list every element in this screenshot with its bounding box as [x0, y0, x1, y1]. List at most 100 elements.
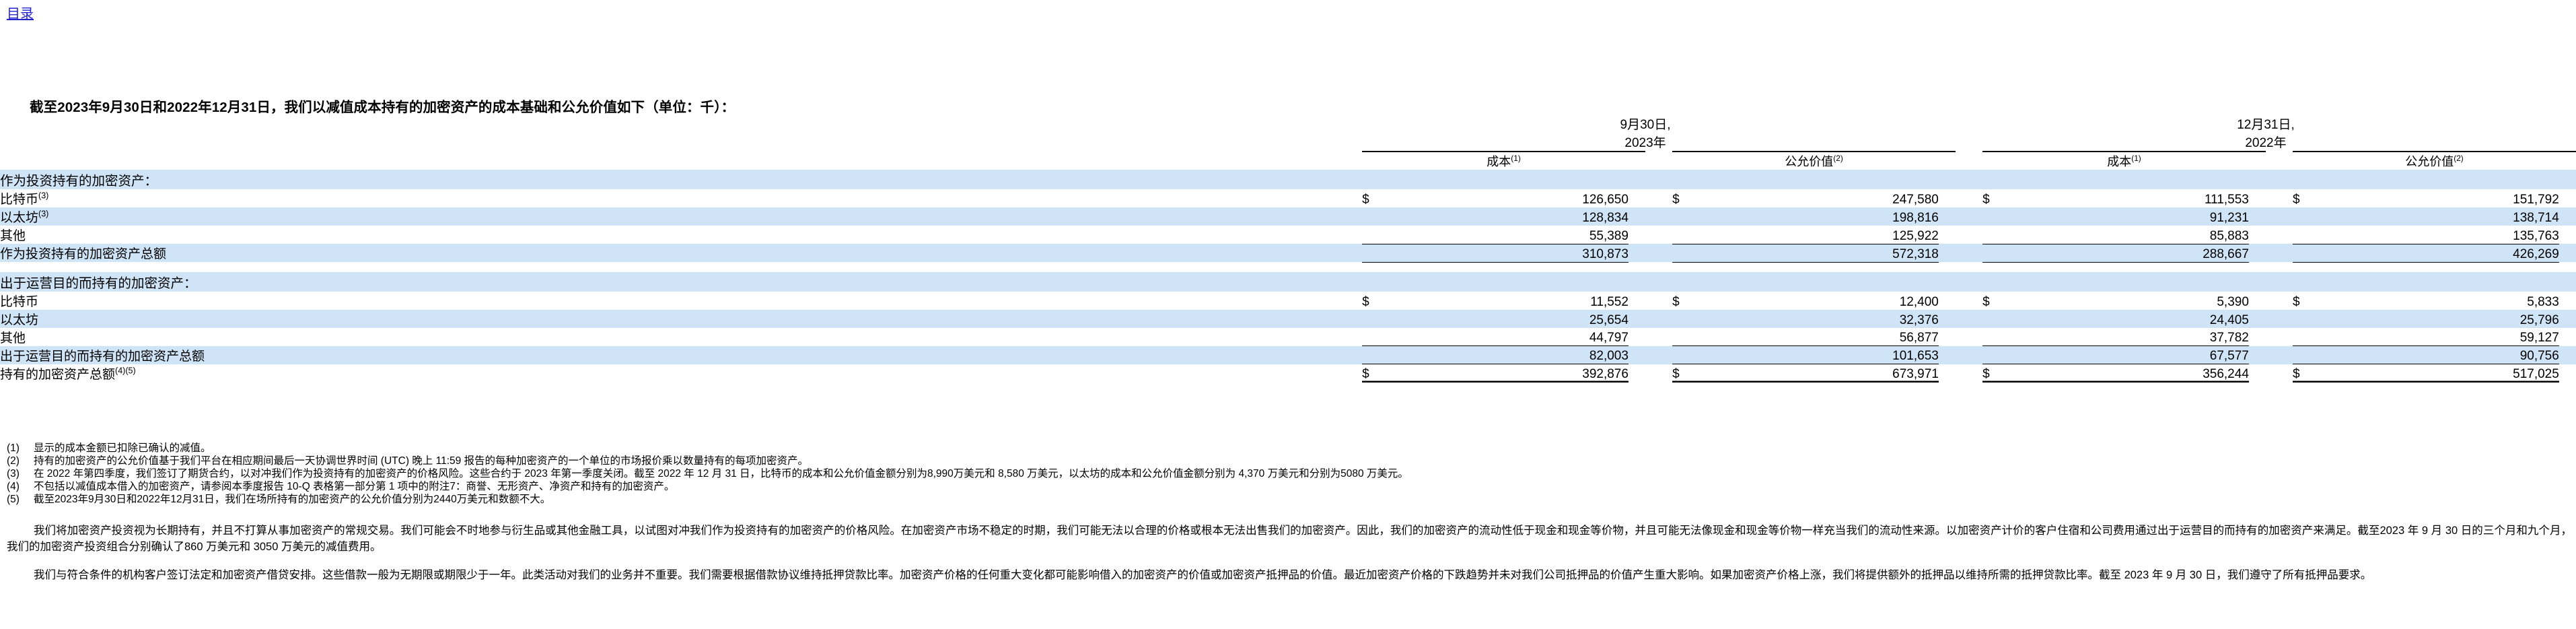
footnote-number: (4) — [7, 481, 20, 492]
footnote-text: 在 2022 年第四季度，我们签订了期货合约，以对冲我们作为投资持有的加密资产的… — [34, 468, 1408, 479]
cell-value: 247,580 — [1713, 189, 1939, 207]
cell-value: 673,971 — [1713, 364, 1939, 383]
cell-currency: $ — [2293, 364, 2334, 383]
table-row: 其他 44,797 56,877 37,782 59,127 — [0, 327, 2576, 346]
footnote-text: 不包括以减值成本借入的加密资产，请参阅本季度报告 10-Q 表格第一部分第 1 … — [34, 481, 675, 492]
section-title-row: 出于运营目的而持有的加密资产： — [0, 271, 2576, 292]
table-header: 9月30日, 12月31日, 2023年 2022年 成本(1) 公允价值(2)… — [0, 114, 2576, 170]
body-paragraph-investment-policy: 我们将加密资产投资视为长期持有，并且不打算从事加密资产的常规交易。我们可能会不时… — [7, 523, 2572, 555]
cell-currency: $ — [1672, 189, 1713, 207]
cell-currency — [1672, 207, 1713, 226]
cell-value: 12,400 — [1713, 291, 1939, 310]
cell-value: 101,653 — [1713, 345, 1939, 364]
cell-value: 37,782 — [2023, 327, 2249, 346]
footnote-number: (1) — [7, 442, 20, 454]
header-col-fv-2023-sup: (2) — [1833, 154, 1843, 163]
cell-currency: $ — [1672, 364, 1713, 383]
header-col-cost-2023: 成本(1) — [1362, 151, 1645, 170]
cell-value: 5,833 — [2333, 291, 2559, 310]
table-body: 作为投资持有的加密资产： 比特币(3) $126,650 $247,580 $1… — [0, 170, 2576, 383]
footnote-number: (2) — [7, 455, 20, 467]
row-label-eth-investment: 以太坊(3) — [0, 207, 1336, 226]
row-label-grand-total: 持有的加密资产总额(4)(5) — [0, 364, 1336, 383]
cell-value: 426,269 — [2333, 243, 2559, 262]
footnote-item: (3) 在 2022 年第四季度，我们签订了期货合约，以对冲我们作为投资持有的加… — [7, 468, 2564, 480]
cell-value: 356,244 — [2023, 364, 2249, 383]
cell-currency: $ — [2293, 189, 2334, 207]
intro-paragraph: 截至2023年9月30日和2022年12月31日，我们以减值成本持有的加密资产的… — [30, 100, 736, 115]
header-date-2023: 9月30日, — [1620, 118, 1671, 132]
cell-value: 25,654 — [1402, 309, 1629, 328]
header-col-fv-2023-label: 公允价值 — [1785, 155, 1834, 168]
table-row: 比特币(3) $126,650 $247,580 $111,553 $151,7… — [0, 189, 2576, 207]
cell-value: 392,876 — [1402, 364, 1629, 383]
table-row: 比特币 $11,552 $12,400 $5,390 $5,833 — [0, 291, 2576, 310]
header-year-2022: 2022年 — [2245, 136, 2287, 150]
cell-currency: $ — [1982, 291, 2024, 310]
cell-value: 82,003 — [1402, 345, 1629, 364]
table-row-grand-total: 持有的加密资产总额(4)(5) $392,876 $673,971 $356,2… — [0, 364, 2576, 383]
paragraph-text: 我们将加密资产投资视为长期持有，并且不打算从事加密资产的常规交易。我们可能会不时… — [7, 525, 2572, 553]
cell-value: 151,792 — [2333, 189, 2559, 207]
cell-value: 111,553 — [2023, 189, 2249, 207]
cell-value: 126,650 — [1402, 189, 1629, 207]
cell-value: 55,389 — [1402, 226, 1629, 244]
header-year-row: 2023年 2022年 — [0, 133, 2576, 152]
section-divider — [0, 261, 2576, 272]
cell-value: 572,318 — [1713, 243, 1939, 262]
footnote-text: 显示的成本金额已扣除已确认的减值。 — [34, 442, 211, 454]
table-row-subtotal: 出于运营目的而持有的加密资产总额 82,003 101,653 67,577 9… — [0, 345, 2576, 364]
header-col-fv-2022-label: 公允价值 — [2405, 155, 2454, 168]
cell-value: 91,231 — [2023, 207, 2249, 226]
cell-value: 310,873 — [1402, 243, 1629, 262]
cell-value: 85,883 — [2023, 226, 2249, 244]
cell-currency — [2293, 207, 2334, 226]
footnote-item: (4) 不包括以减值成本借入的加密资产，请参阅本季度报告 10-Q 表格第一部分… — [7, 481, 2564, 493]
cell-value: 67,577 — [2023, 345, 2249, 364]
row-label-eth-operations: 以太坊 — [0, 309, 1336, 328]
cell-value: 90,756 — [2333, 345, 2559, 364]
cell-value: 25,796 — [2333, 309, 2559, 328]
cell-currency: $ — [1362, 291, 1403, 310]
header-col-cost-2023-label: 成本 — [1487, 155, 1511, 168]
cell-value: 138,714 — [2333, 207, 2559, 226]
row-label-btc-operations: 比特币 — [0, 291, 1336, 310]
cell-value: 125,922 — [1713, 226, 1939, 244]
cell-value: 288,667 — [2023, 243, 2249, 262]
cell-value: 11,552 — [1402, 291, 1629, 310]
cell-value: 517,025 — [2333, 364, 2559, 383]
header-col-cost-2023-sup: (1) — [1511, 154, 1521, 163]
row-label-other-operations: 其他 — [0, 327, 1336, 346]
section-title-row: 作为投资持有的加密资产： — [0, 170, 2576, 189]
table-of-contents-link[interactable]: 目录 — [7, 7, 34, 22]
section-title-operations: 出于运营目的而持有的加密资产： — [0, 271, 1336, 292]
cell-value: 32,376 — [1713, 309, 1939, 328]
table-row-subtotal: 作为投资持有的加密资产总额 310,873 572,318 288,667 42… — [0, 243, 2576, 262]
cell-currency: $ — [1362, 189, 1403, 207]
header-col-cost-2022-sup: (1) — [2131, 154, 2141, 163]
header-col-fv-2023: 公允价值(2) — [1672, 151, 1956, 170]
header-date-2022: 12月31日, — [2237, 118, 2295, 132]
header-col-cost-2022-label: 成本 — [2107, 155, 2132, 168]
cell-currency: $ — [1362, 364, 1403, 383]
footnote-number: (3) — [7, 468, 20, 479]
cell-value: 56,877 — [1713, 327, 1939, 346]
row-label-total-investment: 作为投资持有的加密资产总额 — [0, 244, 1336, 262]
cell-value: 24,405 — [2023, 309, 2249, 328]
row-label-other-investment: 其他 — [0, 226, 1336, 244]
table-row: 以太坊 25,654 32,376 24,405 25,796 — [0, 309, 2576, 328]
section-title-investment: 作为投资持有的加密资产： — [0, 170, 1336, 189]
footnote-text: 持有的加密资产的公允价值基于我们平台在相应期间最后一天协调世界时间 (UTC) … — [34, 455, 809, 467]
row-label-btc-investment: 比特币(3) — [0, 189, 1336, 207]
row-label-total-operations: 出于运营目的而持有的加密资产总额 — [0, 345, 1336, 364]
crypto-assets-table: 9月30日, 12月31日, 2023年 2022年 成本(1) 公允价值(2)… — [0, 114, 2576, 383]
cell-currency: $ — [1672, 291, 1713, 310]
header-subcol-row: 成本(1) 公允价值(2) 成本(1) 公允价值(2) — [0, 151, 2576, 170]
footnote-text: 截至2023年9月30日和2022年12月31日，我们在场所持有的加密资产的公允… — [34, 494, 551, 505]
header-col-fv-2022-sup: (2) — [2454, 154, 2464, 163]
footnotes-list: (1) 显示的成本金额已扣除已确认的减值。 (2) 持有的加密资产的公允价值基于… — [7, 442, 2564, 506]
footnote-item: (5) 截至2023年9月30日和2022年12月31日，我们在场所持有的加密资… — [7, 494, 2564, 506]
cell-currency: $ — [1982, 364, 2024, 383]
header-date-row: 9月30日, 12月31日, — [0, 114, 2576, 133]
